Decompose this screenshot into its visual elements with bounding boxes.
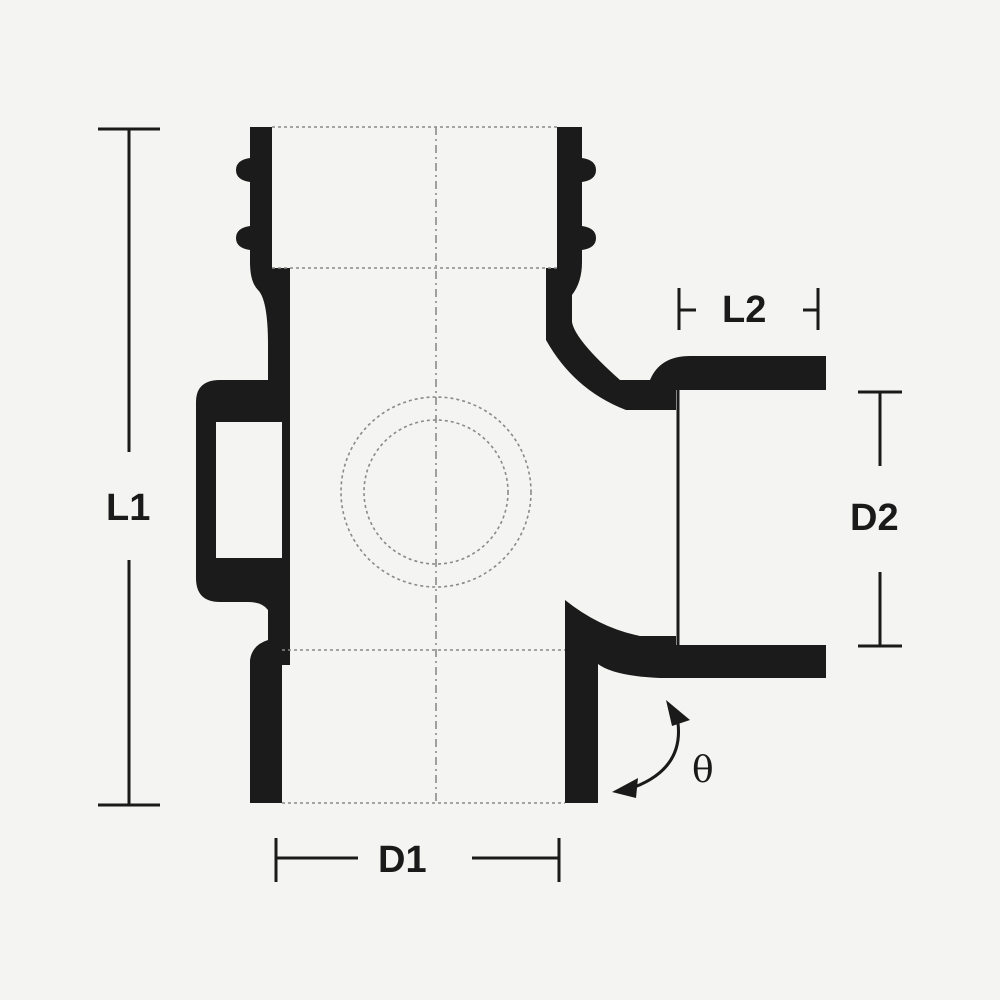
L1-label: L1 [106, 487, 150, 529]
dimension-L2: L2 [677, 288, 820, 331]
dimension-D2: D2 [850, 390, 902, 648]
right-lower-wall [565, 600, 826, 803]
side-boss-opening [212, 418, 286, 562]
angle-label: θ [692, 750, 714, 791]
branch-inner-circle [363, 419, 509, 565]
dimension-L1: L1 [98, 127, 160, 807]
D2-label: D2 [850, 497, 899, 539]
angle-arc [625, 711, 681, 792]
angle-arrowhead-top [666, 700, 690, 726]
branch-outer-circle [340, 396, 532, 588]
D1-label: D1 [378, 839, 427, 881]
angle-theta: θ [612, 700, 714, 798]
fitting-body [196, 126, 826, 804]
angle-arrowhead-bottom [612, 778, 638, 798]
dimension-D1: D1 [274, 838, 561, 882]
right-upper-wall [546, 127, 826, 410]
L2-label: L2 [722, 289, 766, 331]
